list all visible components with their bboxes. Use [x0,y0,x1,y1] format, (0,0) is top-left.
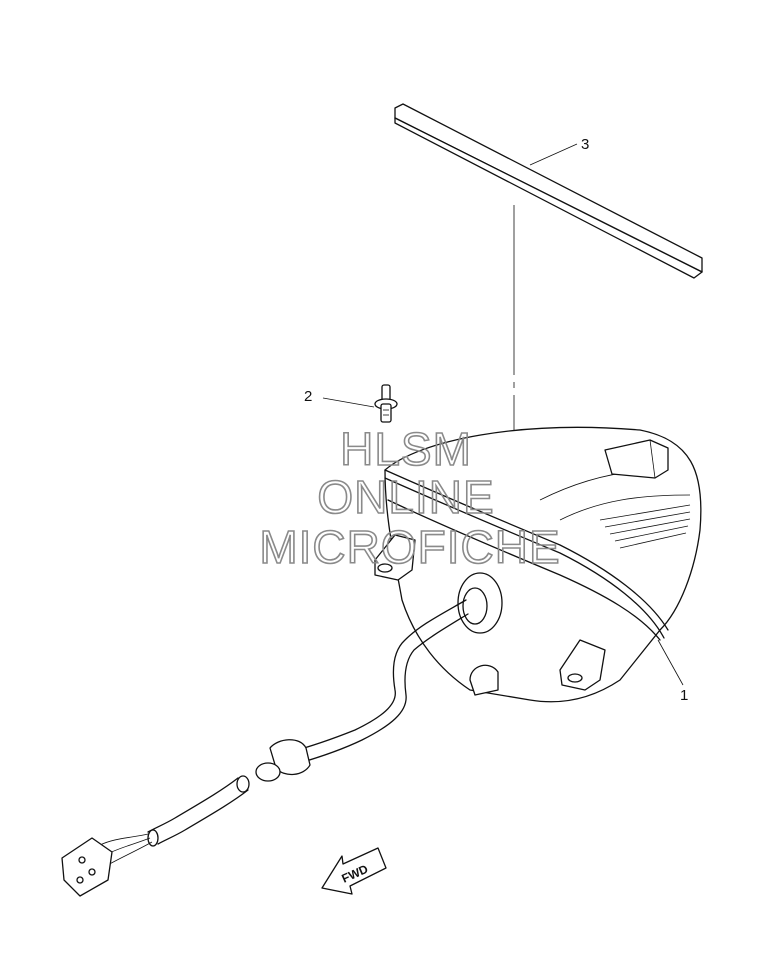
callout-2[interactable]: 2 [304,388,312,405]
wire-harness[interactable] [61,599,469,897]
callout-1[interactable]: 1 [680,687,688,704]
part-3-strip[interactable] [394,103,703,279]
watermark-line-2: ONLINE [317,471,494,523]
watermark: HLSM ONLINE MICROFICHE [259,422,561,574]
leader-3 [529,143,578,166]
leader-2 [322,397,375,408]
forward-direction-arrow: FWD [321,847,387,895]
callout-3[interactable]: 3 [581,136,589,153]
watermark-line-1: HLSM [340,423,472,475]
part-2-fastener[interactable] [374,384,398,423]
watermark-line-3: MICROFICHE [259,521,560,573]
part-1-tail-light[interactable] [374,426,702,703]
leader-1 [657,639,684,686]
